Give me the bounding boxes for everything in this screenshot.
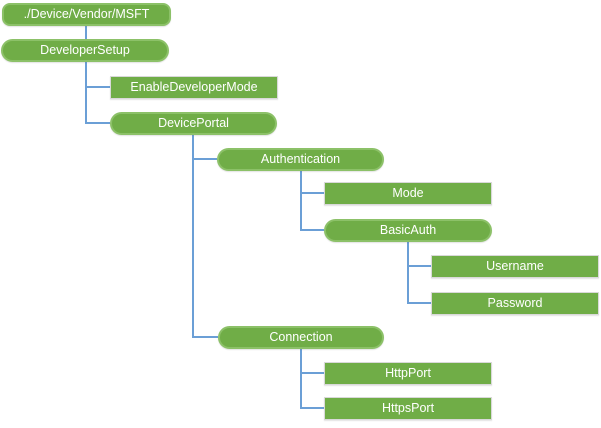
tree-node-developer-setup: DeveloperSetup: [1, 39, 169, 62]
tree-node-mode: Mode: [324, 182, 492, 205]
tree-node-connection: Connection: [218, 326, 384, 349]
connector-root-to-developersetup: [85, 26, 87, 39]
connector-branch-httpport: [300, 372, 324, 374]
tree-node-basic-auth: BasicAuth: [324, 219, 492, 242]
connector-authentication-trunk: [300, 171, 302, 231]
connector-branch-basicauth: [300, 229, 324, 231]
connector-branch-authentication: [192, 158, 217, 160]
connector-branch-enabledevelopermode: [85, 86, 110, 88]
tree-node-username: Username: [431, 255, 599, 278]
tree-node-authentication: Authentication: [217, 148, 384, 171]
tree-node-device-portal: DevicePortal: [110, 112, 277, 135]
connector-branch-mode: [300, 192, 324, 194]
tree-node-https-port: HttpsPort: [324, 397, 492, 420]
connector-developersetup-trunk: [85, 62, 87, 124]
connector-branch-password: [407, 302, 431, 304]
tree-node-enable-developer-mode: EnableDeveloperMode: [110, 76, 278, 99]
tree-node-password: Password: [431, 292, 599, 315]
connector-connection-trunk: [300, 349, 302, 409]
connector-branch-connection: [192, 336, 218, 338]
connector-deviceportal-trunk: [192, 135, 194, 338]
tree-node-root: ./Device/Vendor/MSFT: [2, 3, 171, 26]
tree-node-http-port: HttpPort: [324, 362, 492, 385]
connector-branch-httpsport: [300, 407, 324, 409]
connector-basicauth-trunk: [407, 242, 409, 304]
connector-branch-username: [407, 265, 431, 267]
connector-branch-deviceportal: [85, 122, 110, 124]
